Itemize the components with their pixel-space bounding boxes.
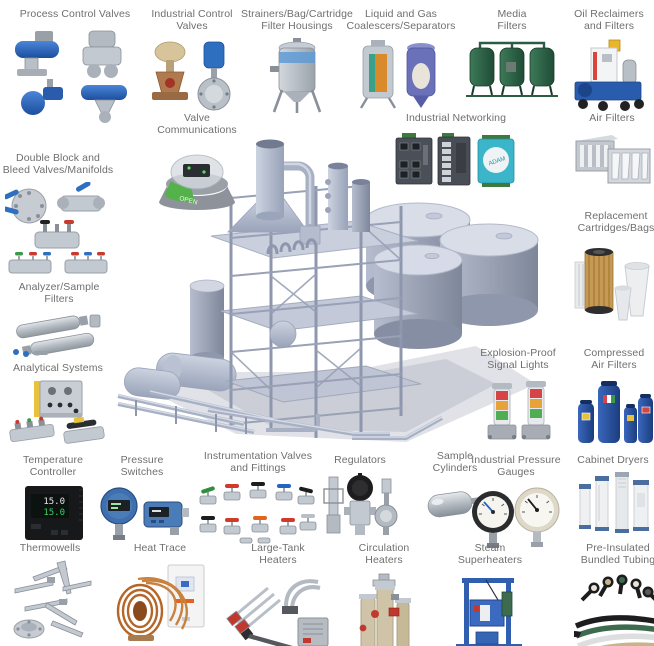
category-industrial-networking[interactable]: Industrial Networking ADAM [390,112,522,191]
category-large-tank-heaters[interactable]: Large-Tank Heaters [226,542,330,646]
compressed-air-filters-image [578,380,653,443]
category-label: Strainers/Bag/Cartridge Filter Housings [240,8,354,33]
category-label: Circulation Heaters [358,542,410,567]
category-cabinet-dryers[interactable]: Cabinet Dryers [572,454,654,537]
category-label: Liquid and Gas Coalescers/Separators [346,8,456,33]
industrial-pressure-gauges-image [472,487,560,548]
category-label: Industrial Pressure Gauges [471,454,561,479]
category-circulation-heaters[interactable]: Circulation Heaters [344,542,424,646]
analyzer-sample-filters-image [13,314,101,357]
category-replacement-cartridges[interactable]: Replacement Cartridges/Bags [570,210,654,326]
valve-open-band-text: OPEN [179,195,199,206]
category-label: Double Block and Bleed Valves/Manifolds [2,152,114,177]
pressure-switches-image [100,487,189,540]
category-label: Process Control Valves [19,8,131,20]
category-instrumentation-valves[interactable]: Instrumentation Valves and Fittings [196,450,320,544]
air-filters-image [575,135,651,184]
process-control-valves-image [15,30,127,124]
category-label: Industrial Networking [405,112,507,124]
category-analytical-systems[interactable]: Analytical Systems [2,362,114,449]
industrial-plant-illustration [117,139,539,442]
category-label: Air Filters [589,112,635,124]
circulation-heaters-image [359,573,411,646]
category-label: Replacement Cartridges/Bags [577,210,654,235]
category-heat-trace[interactable]: Heat Trace [112,542,208,645]
category-thermowells[interactable]: Thermowells [8,542,92,643]
double-block-bleed-image [5,181,108,274]
category-label: Cabinet Dryers [577,454,649,466]
category-label: Valve Communications [157,112,237,137]
explosion-proof-signal-lights-image [487,380,551,440]
category-air-filters[interactable]: Air Filters [572,112,652,187]
category-pre-insulated-tubing[interactable]: Pre-Insulated Bundled Tubing [570,542,654,646]
category-label: Explosion-Proof Signal Lights [480,347,556,372]
category-label: Compressed Air Filters [583,347,645,372]
analytical-systems-image [9,380,105,445]
category-label: Thermowells [19,542,81,554]
large-tank-heaters-image [226,578,329,646]
category-label: Large-Tank Heaters [251,542,305,567]
thermowells-image [13,560,92,639]
category-compressed-air-filters[interactable]: Compressed Air Filters [572,347,654,447]
category-label: Steam Superheaters [457,542,523,567]
category-valve-communications[interactable]: Valve Communications OPEN [152,112,242,212]
category-label: Sample Cylinders [432,450,478,475]
category-double-block-bleed[interactable]: Double Block and Bleed Valves/Manifolds [2,152,114,280]
industrial-control-valves-image [152,41,231,111]
category-industrial-pressure-gauges[interactable]: Industrial Pressure Gauges [462,454,570,552]
category-media-filters[interactable]: Media Filters [464,8,560,98]
oil-reclaimers-image [574,39,644,111]
regulators-image [323,473,398,536]
industrial-networking-image: ADAM [395,133,515,188]
coalescers-image [359,39,436,109]
category-label: Regulators [334,454,386,466]
category-strainer-housings[interactable]: Strainers/Bag/Cartridge Filter Housings [236,8,358,114]
category-label: Instrumentation Valves and Fittings [203,450,313,475]
adam-module-text: ADAM [488,157,506,168]
controller-display-line2: 15.0 [43,508,65,518]
category-coalescers[interactable]: Liquid and Gas Coalescers/Separators [342,8,460,110]
category-industrial-control-valves[interactable]: Industrial Control Valves [142,8,242,116]
category-label: Pre-Insulated Bundled Tubing [580,542,654,567]
temperature-controller-image: 15.0 15.0 [25,485,83,540]
category-regulators[interactable]: Regulators [323,454,398,541]
controller-display-line1: 15.0 [43,497,65,507]
category-label: Media Filters [497,8,527,33]
steam-superheaters-image [456,577,522,646]
category-label: Industrial Control Valves [151,8,233,33]
category-explosion-proof-signal-lights[interactable]: Explosion-Proof Signal Lights [468,347,568,445]
category-analyzer-sample-filters[interactable]: Analyzer/Sample Filters [4,281,114,357]
valve-communications-image: OPEN [159,154,235,210]
category-sample-cylinders[interactable]: Sample Cylinders [420,450,490,526]
category-process-control-valves[interactable]: Process Control Valves [8,8,142,127]
heat-trace-image [116,564,205,642]
category-label: Heat Trace [133,542,187,554]
category-label: Oil Reclaimers and Filters [574,8,644,33]
replacement-cartridges-image [574,247,650,321]
pre-insulated-tubing-image [574,574,654,646]
category-label: Analyzer/Sample Filters [18,281,100,306]
category-label: Analytical Systems [13,362,103,374]
strainer-housings-image [270,37,322,113]
category-steam-superheaters[interactable]: Steam Superheaters [446,542,534,646]
category-temperature-controller[interactable]: Temperature Controller 15.0 15.0 [10,454,96,544]
cabinet-dryers-image [579,472,649,534]
category-pressure-switches[interactable]: Pressure Switches [94,454,190,544]
instrumentation-valves-image [199,481,317,544]
media-filters-image [466,41,558,97]
category-label: Pressure Switches [120,454,164,479]
category-oil-reclaimers[interactable]: Oil Reclaimers and Filters [566,8,652,112]
category-label: Temperature Controller [22,454,84,479]
